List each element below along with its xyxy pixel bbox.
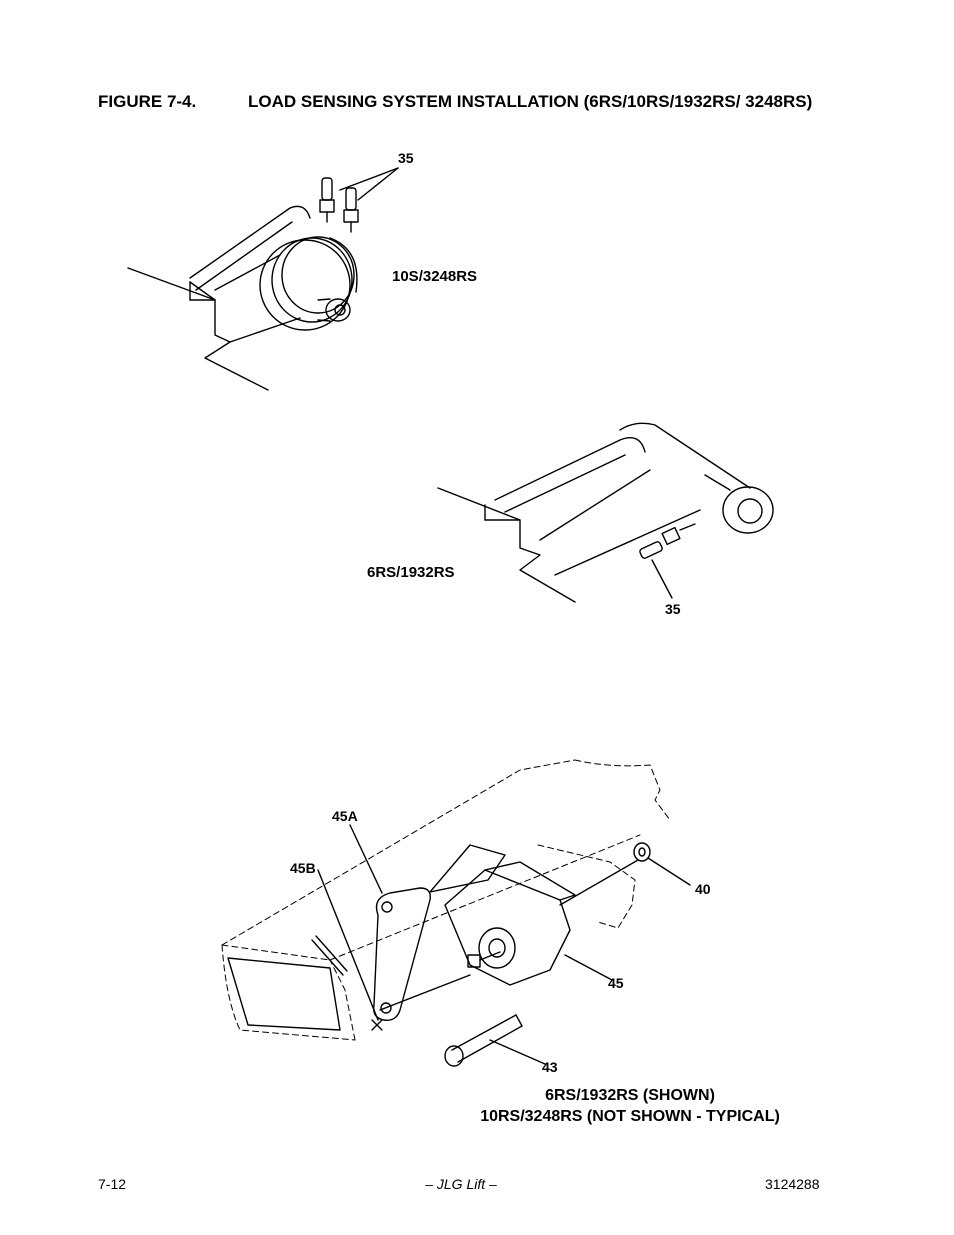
doc-number: 3124288 [765, 1176, 820, 1192]
figure-caption-text: LOAD SENSING SYSTEM INSTALLATION (6RS/10… [248, 92, 813, 111]
callout-45b: 45B [290, 860, 316, 876]
top-view-drawing [127, 167, 399, 391]
figure-title: FIGURE 7-4. LOAD SENSING SYSTEM INSTALLAT… [98, 91, 818, 113]
callout-35-middle: 35 [665, 601, 681, 617]
middle-view-drawing [437, 422, 774, 603]
callout-43: 43 [542, 1059, 558, 1075]
figure-number: FIGURE 7-4. [98, 92, 197, 111]
footer-brand: – JLG Lift – [425, 1176, 497, 1192]
view-label-6rs-1932rs: 6RS/1932RS [367, 564, 455, 581]
callout-45a: 45A [332, 808, 358, 824]
bottom-view-drawing [221, 759, 691, 1067]
page-number: 7-12 [98, 1176, 127, 1192]
callout-35-top: 35 [398, 150, 414, 166]
bottom-caption-line2: 10RS/3248RS (NOT SHOWN - TYPICAL) [480, 1108, 780, 1125]
callout-45: 45 [608, 975, 624, 991]
callout-40: 40 [695, 881, 711, 897]
view-label-10s-3248rs: 10S/3248RS [392, 268, 478, 285]
bottom-caption-line1: 6RS/1932RS (SHOWN) [545, 1087, 715, 1104]
